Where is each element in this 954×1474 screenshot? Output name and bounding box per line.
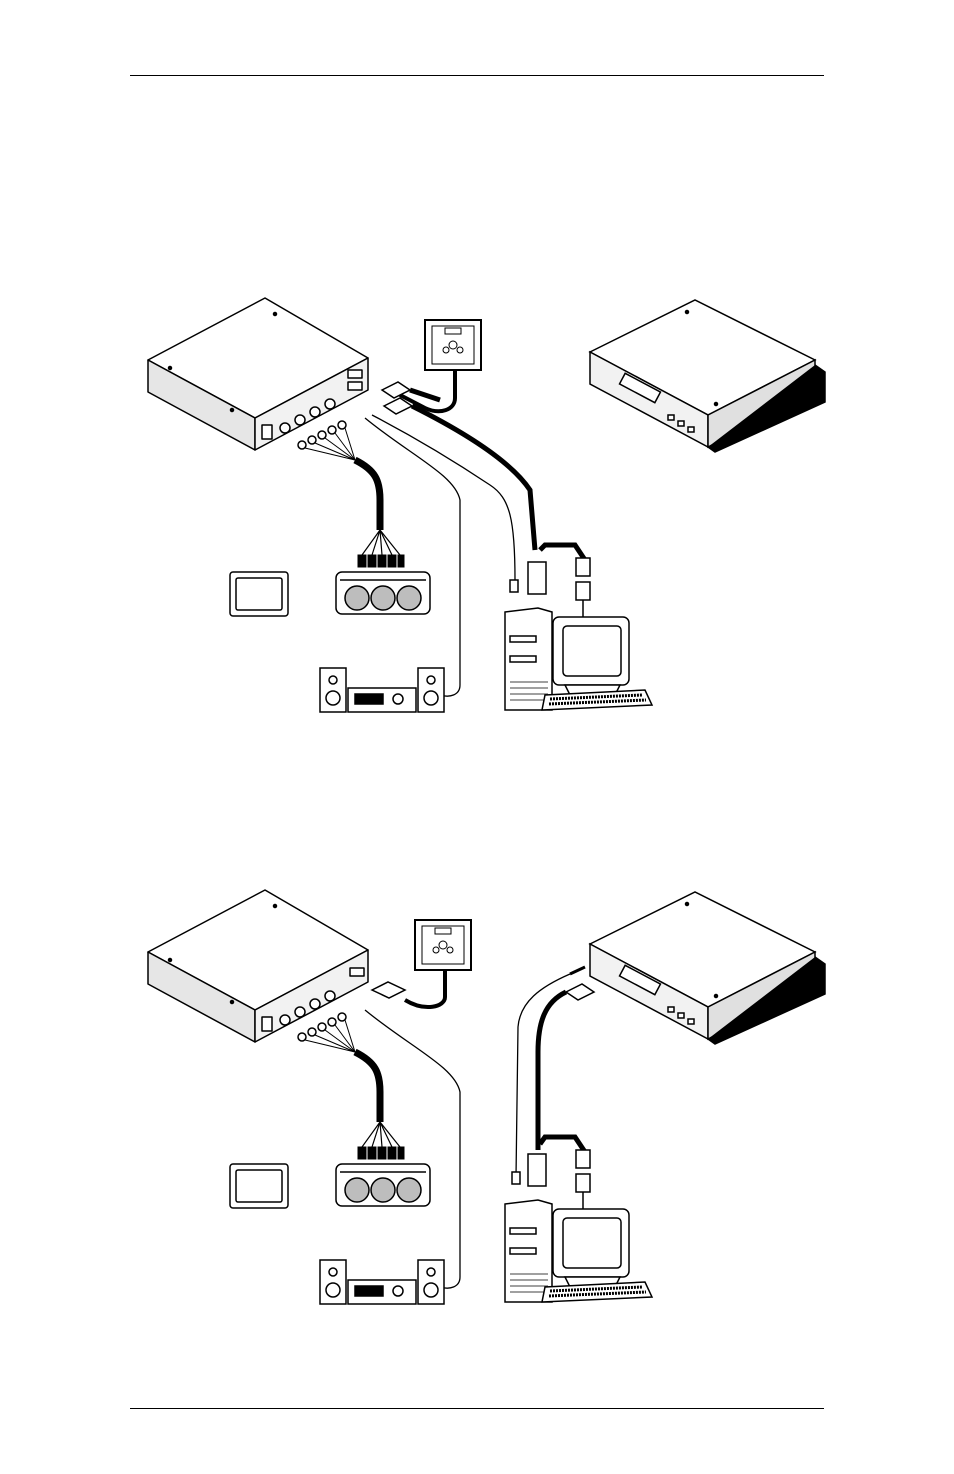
keyboard	[542, 1282, 652, 1302]
scan-converter	[590, 892, 825, 1044]
projector	[336, 1164, 430, 1206]
bnc-breakout-cable	[298, 421, 404, 567]
projector	[336, 572, 430, 614]
connection-diagram-1	[0, 290, 954, 770]
scan-converter	[590, 300, 825, 452]
video-monitor	[230, 1164, 288, 1208]
keyboard	[542, 690, 652, 710]
stereo-system	[320, 668, 444, 712]
crt-monitor	[553, 617, 629, 695]
stereo-system	[320, 1260, 444, 1304]
video-monitor	[230, 572, 288, 616]
computer-cables	[510, 545, 590, 620]
vga-connectors	[365, 982, 460, 1288]
crt-monitor	[553, 1209, 629, 1287]
footer-rule	[130, 1408, 824, 1409]
bnc-breakout-cable	[298, 1013, 404, 1159]
connection-diagram-2	[0, 882, 954, 1362]
computer-cables	[512, 967, 594, 1212]
header-rule	[130, 75, 824, 76]
wall-plate	[405, 920, 471, 1007]
wall-plate	[400, 320, 481, 411]
